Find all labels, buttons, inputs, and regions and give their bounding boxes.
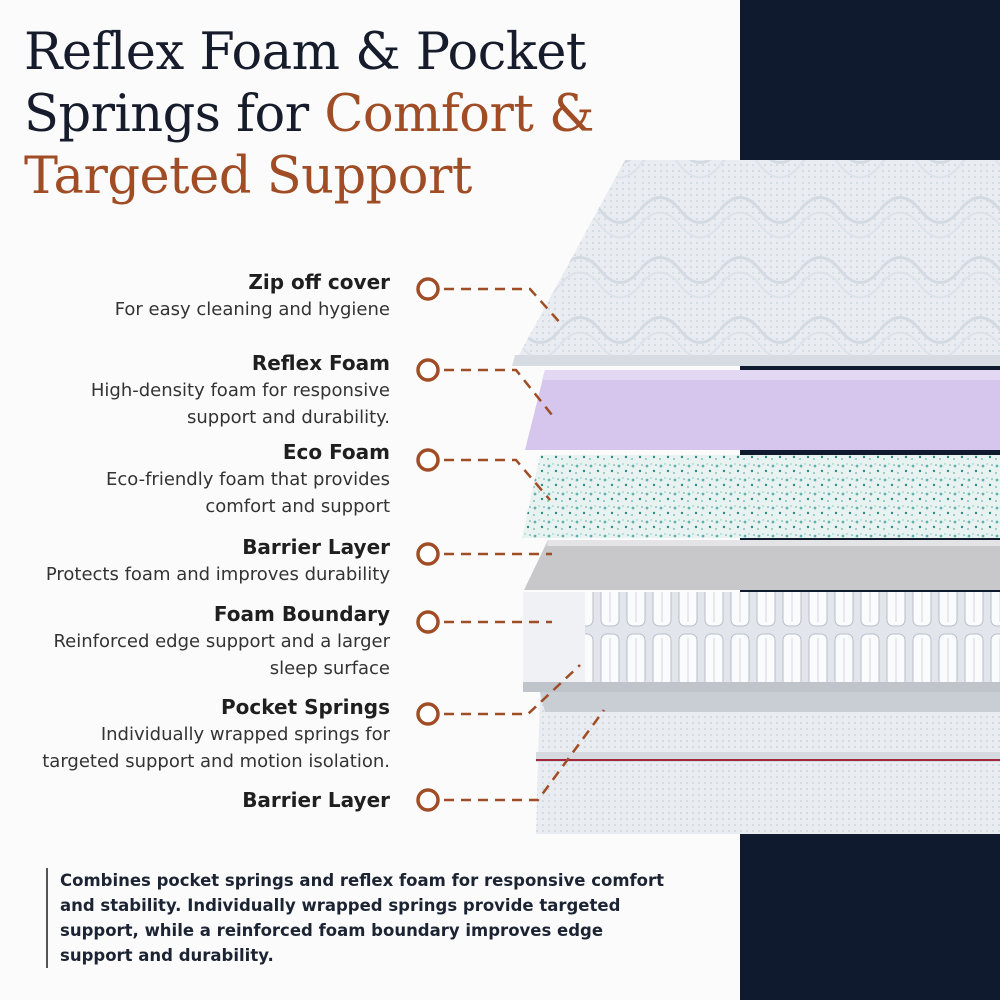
marker-eco-foam-icon <box>416 448 440 472</box>
footer-description: Combines pocket springs and reflex foam … <box>46 868 680 968</box>
title-line-1: Reflex Foam & Pocket <box>24 23 586 82</box>
label-title: Barrier Layer <box>242 788 390 812</box>
page-title: Reflex Foam & Pocket Springs for Comfort… <box>24 22 724 208</box>
layer-zip-cover <box>515 160 1000 362</box>
layer-bottom-base <box>536 692 1000 834</box>
label-desc-line: support and durability. <box>187 407 390 428</box>
label-desc-line: Reinforced edge support and a larger <box>53 631 390 652</box>
label-desc-line: Individually wrapped springs for <box>100 724 390 745</box>
connector-reflex-foam <box>444 368 553 416</box>
base-top-face <box>540 692 1000 712</box>
connector-lines <box>444 287 606 802</box>
layer-barrier-top-face <box>547 540 1000 546</box>
marker-foam-boundary-icon <box>416 610 440 634</box>
layer-zip-cover-edge <box>512 355 1000 366</box>
marker-zip-cover-icon <box>416 277 440 301</box>
label-bottom-barrier: Barrier Layer <box>242 786 390 814</box>
label-title: Pocket Springs <box>220 695 390 719</box>
label-title: Zip off cover <box>248 270 390 294</box>
label-title: Foam Boundary <box>213 602 390 626</box>
marker-barrier-layer-icon <box>416 542 440 566</box>
layer-reflex-foam <box>525 370 1000 450</box>
title-line-2-accent: Comfort & <box>324 85 594 144</box>
spring-base-strip <box>523 682 1000 692</box>
label-title: Reflex Foam <box>251 351 390 375</box>
label-desc-line: Eco-friendly foam that provides <box>105 469 390 490</box>
marker-pocket-springs-icon <box>416 702 440 726</box>
label-desc-line: targeted support and motion isolation. <box>42 751 390 772</box>
label-barrier-layer: Barrier Layer Protects foam and improves… <box>46 533 390 588</box>
title-line-2-prefix: Springs for <box>24 85 325 144</box>
label-reflex-foam: Reflex Foam High-density foam for respon… <box>91 349 390 431</box>
label-zip-cover: Zip off cover For easy cleaning and hygi… <box>115 268 390 323</box>
markers <box>416 277 440 812</box>
label-desc-line: Protects foam and improves durability <box>45 564 390 585</box>
layer-barrier-top <box>524 540 1000 590</box>
label-desc-line: comfort and support <box>205 496 390 517</box>
label-title: Barrier Layer <box>242 535 390 559</box>
title-line-3-accent: Targeted Support <box>24 147 472 206</box>
marker-reflex-foam-icon <box>416 358 440 382</box>
connector-eco-foam <box>444 458 551 501</box>
label-title: Eco Foam <box>282 440 390 464</box>
layer-pocket-springs <box>585 592 1000 682</box>
label-desc-line: For easy cleaning and hygiene <box>114 299 390 320</box>
connector-bottom-barrier <box>444 709 606 802</box>
label-eco-foam: Eco Foam Eco-friendly foam that provides… <box>106 438 390 520</box>
marker-bottom-barrier-icon <box>416 788 440 812</box>
connector-zip-cover <box>444 287 563 326</box>
label-desc-line: High-density foam for responsive <box>90 380 390 401</box>
label-foam-boundary: Foam Boundary Reinforced edge support an… <box>53 600 390 682</box>
layer-foam-boundary <box>523 592 585 682</box>
label-pocket-springs: Pocket Springs Individually wrapped spri… <box>42 693 390 775</box>
layer-eco-foam <box>522 455 1000 538</box>
layer-reflex-foam-top <box>542 370 1000 380</box>
base-border-stripe <box>536 752 1000 762</box>
label-desc-line: sleep surface <box>269 658 390 679</box>
